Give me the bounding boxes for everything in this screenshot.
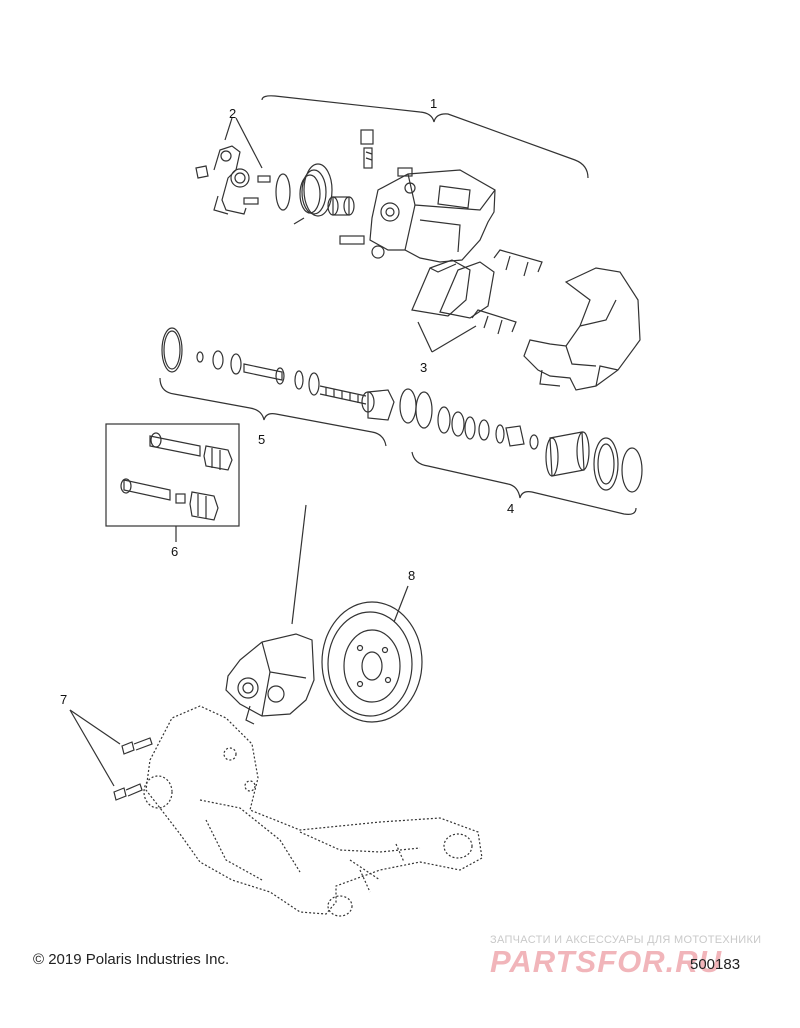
trailing-arm <box>143 705 483 917</box>
callout-2: 2 <box>229 106 237 121</box>
pad-clips <box>471 249 543 335</box>
callout-8: 8 <box>408 568 416 583</box>
copyright-text: © 2019 Polaris Industries Inc. <box>33 951 230 968</box>
brake-rotor <box>321 585 423 723</box>
caliper-assembly <box>225 633 315 725</box>
part-group-2 <box>195 117 291 215</box>
part-group-7 <box>69 709 153 801</box>
callout-5: 5 <box>258 432 266 447</box>
diagram-code: 500183 <box>690 956 741 973</box>
part-group-5 <box>159 327 417 447</box>
caliper-bracket <box>523 267 641 391</box>
caliper-housing <box>339 167 496 263</box>
pin <box>327 196 355 216</box>
callout-1: 1 <box>430 96 438 111</box>
bracket-1 <box>261 95 589 179</box>
bleeder-screw <box>360 129 374 169</box>
part-group-4 <box>411 391 643 515</box>
callout-3: 3 <box>420 360 428 375</box>
callout-7: 7 <box>60 692 68 707</box>
watermark-brand: PARTSFOR.RU <box>490 944 723 979</box>
part-group-6 <box>105 423 240 542</box>
brake-pads <box>411 259 495 319</box>
callout-4: 4 <box>507 501 515 516</box>
watermark-tagline: ЗАПЧАСТИ И АКСЕССУАРЫ ДЛЯ МОТОТЕХНИКИ <box>490 934 762 946</box>
callout-6: 6 <box>171 544 179 559</box>
spring <box>293 163 333 225</box>
